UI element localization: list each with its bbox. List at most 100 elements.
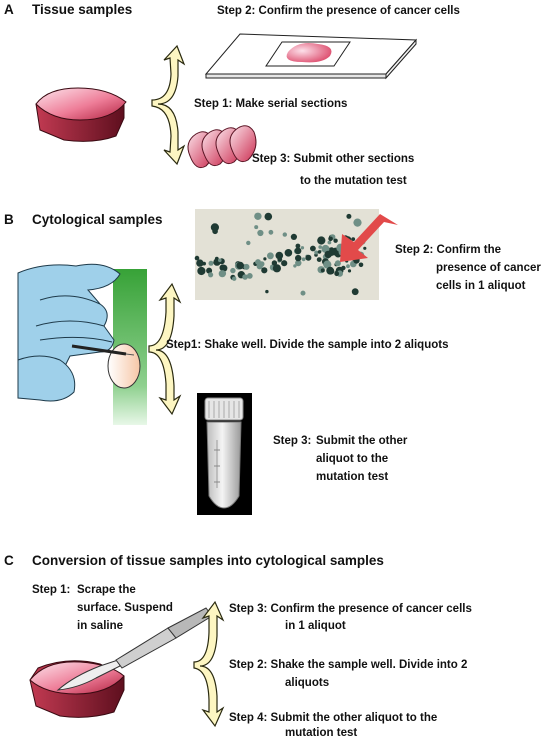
cell-dot [317,236,326,245]
cell-dot [197,266,206,276]
microscopy-image [194,209,398,300]
cell-dot [326,266,335,275]
cell-dot [314,250,319,255]
bracket-arrow-a [151,44,186,166]
scalpel [56,607,213,691]
cell-dot [293,264,297,268]
panel-a-step2: Step 2: Confirm the presence of cancer c… [217,5,460,17]
cell-dot [327,240,332,245]
panel-b-step3-line2: aliquot to the [316,453,389,465]
cell-dot [202,261,207,266]
cell-dot [347,269,352,273]
cell-dot [300,246,305,250]
cell-dot [294,247,302,255]
cell-dot [242,274,248,280]
cell-dot [301,257,306,262]
panel-b-heading: Cytological samples [32,212,163,227]
panel-b-step3-line1: Submit the other [316,435,408,447]
cell-dot [277,257,283,262]
cell-dot [281,260,288,267]
cell-dot [261,267,268,274]
panel-b-step1: Step1: Shake well. Divide the sample int… [166,339,449,351]
cell-dot [284,249,293,257]
cell-dot [258,261,265,267]
cell-dot [254,225,259,230]
cell-dot [271,260,278,266]
cell-dot [328,236,333,242]
red-arrow [340,214,398,262]
cell-dot [316,257,322,262]
sample-tube-photo [197,393,252,515]
cell-dot [208,272,214,278]
cell-dot [323,260,332,269]
cell-dot [320,268,325,273]
glass-slide [204,33,418,80]
bracket-arrow-b [148,282,182,416]
panel-c-step2-line2: aliquots [285,677,330,689]
cell-dot [334,271,340,277]
panel-a-step3-line2: to the mutation test [300,175,407,187]
cell-dot [208,260,214,266]
cell-dot [196,259,204,267]
cell-dot [267,252,274,260]
panel-a-step3-line1: Step 3: Submit other sections [252,153,415,165]
panel-b-letter: B [4,212,14,227]
panel-b-step3-line3: mutation test [316,471,389,483]
cell-dot [212,228,218,235]
hand-illustration [17,263,147,425]
panel-c-step4-line1: Step 4: Submit the other aliquot to the [229,712,438,724]
cell-dot [305,254,312,261]
cell-dot [220,270,227,276]
cell-dot [254,212,262,220]
cell-dot [263,257,267,261]
panel-c-step1-line2: surface. Suspend [77,602,173,614]
cell-dot [334,260,341,267]
cell-dot [324,250,332,259]
cell-dot [220,264,228,272]
panel-c-step1-label: Step 1: [32,584,71,596]
panel-c-step3-line2: in 1 aliquot [285,620,346,632]
panel-b-step2-line2: presence of cancer [436,262,541,274]
panel-a-letter: A [4,2,14,17]
cell-dot [236,261,244,270]
cell-dot [206,267,213,274]
panel-c-step1-line1: Scrape the [77,584,136,596]
panel-a-heading: Tissue samples [32,2,133,17]
cell-dot [295,259,302,267]
cell-dot [317,250,322,254]
bracket-arrow-c [193,600,225,728]
cell-dot [230,267,236,274]
cell-dot [264,212,273,221]
cell-dot [290,233,297,240]
cell-dot [295,243,301,249]
cell-dot [272,264,281,273]
cell-dot [351,288,359,296]
cell-dot [353,218,362,227]
cell-dot [351,237,356,242]
cell-dot [246,240,251,246]
cell-dot [346,213,352,219]
panel-a-step1: Step 1: Make serial sections [194,98,348,110]
panel-c-step1-line3: in saline [77,620,124,632]
panel-b-step3-label: Step 3: [273,435,312,447]
panel-b-step2-line3: cells in 1 aliquot [436,280,526,292]
panel-c-step3-line1: Step 3: Confirm the presence of cancer c… [229,603,472,615]
cell-dot [346,264,350,269]
cell-dot [318,245,323,249]
cell-dot [282,232,287,237]
cell-dot [257,229,264,237]
cell-dot [243,263,250,270]
panel-c-step2-line1: Step 2: Shake the sample well. Divide in… [229,659,468,671]
cell-dot [363,246,367,250]
panel-c-step4-line2: mutation test [285,727,358,739]
cell-dot [232,276,237,281]
panel-c-letter: C [4,553,14,568]
cell-dot [300,290,306,296]
cell-dot [310,245,316,252]
cell-dot [333,238,338,243]
cell-dot [265,289,269,294]
panel-c-heading: Conversion of tissue samples into cytolo… [32,553,384,568]
tissue-block-a [35,87,127,142]
